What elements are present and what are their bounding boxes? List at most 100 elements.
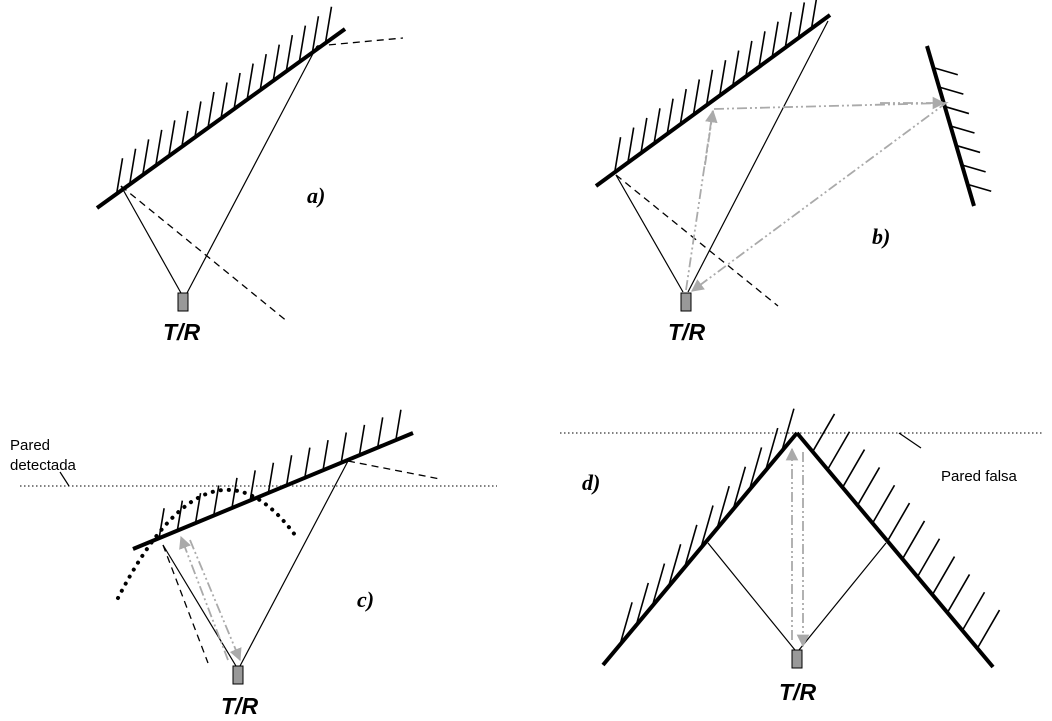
hatch-tick — [154, 129, 163, 166]
hatch-tick — [666, 98, 674, 135]
beam-edge-right — [239, 460, 349, 667]
hatch-tick — [950, 125, 975, 134]
hatch-tick — [716, 485, 730, 529]
hatch-tick — [771, 21, 779, 58]
hatch-tick — [181, 110, 189, 148]
wall-left — [601, 431, 799, 667]
multipath-echo — [685, 102, 949, 292]
hatch-tick — [376, 417, 384, 448]
hatch-tick — [640, 117, 648, 155]
panel-label: c) — [357, 587, 374, 612]
hatch-tick — [259, 53, 267, 91]
hatch-tick — [220, 82, 228, 119]
hatch-tick — [626, 127, 635, 164]
wall-annotation-line2: detectada — [10, 457, 77, 474]
hatch-tick — [781, 408, 795, 451]
hatch-tick — [285, 35, 294, 72]
wall-annotation-line1: Pared — [10, 437, 50, 454]
hatch-tick — [207, 91, 215, 129]
hatch-tick — [298, 25, 307, 62]
panel-a: T/R a) — [95, 6, 404, 345]
hatch-tick — [176, 500, 184, 531]
hatch-tick — [619, 602, 633, 645]
hatch-tick — [141, 139, 150, 176]
hatch-tick — [732, 466, 747, 509]
sensor-label: T/R — [668, 319, 705, 345]
hatch-tick — [231, 477, 238, 509]
hatch-tick — [653, 108, 661, 145]
echo-arrow-up — [704, 109, 718, 166]
reflected-ray — [615, 174, 779, 307]
hatch-tick — [285, 455, 293, 486]
hatch-tick — [679, 88, 687, 126]
hatch-tick — [871, 484, 896, 524]
hatch-tick — [304, 447, 311, 478]
transducer — [680, 292, 692, 312]
wall-annotation: Pared falsa — [941, 468, 1018, 485]
hatch-tick — [340, 432, 348, 463]
hatch-tick — [167, 120, 176, 157]
echo-arrow-up — [179, 535, 229, 661]
beam-edge-right — [687, 20, 829, 293]
beam-edge-left — [707, 542, 796, 651]
hatch-tick — [212, 485, 220, 516]
panel-d: Pared falsa T/R d) — [560, 408, 1042, 705]
hatch-tick — [731, 50, 740, 87]
hatch-tick — [841, 449, 866, 488]
panel-c: Pared detectada T/R c) — [10, 409, 497, 719]
wall-hatching — [619, 408, 1001, 649]
hatch-tick — [916, 538, 941, 578]
hatch-tick — [128, 148, 137, 185]
wall-main — [594, 13, 832, 188]
echo-arrow-down — [189, 539, 242, 662]
hatch-tick — [700, 505, 714, 548]
panel-label: d) — [582, 470, 600, 495]
hatch-tick — [961, 164, 986, 173]
sensor-label: T/R — [779, 679, 816, 705]
wall-hatching — [115, 6, 333, 195]
beam-edge-left — [162, 544, 237, 667]
hatch-tick — [745, 40, 753, 78]
hatch-tick — [856, 467, 881, 506]
hatch-tick — [158, 508, 165, 539]
beam-pattern-arc — [116, 487, 297, 600]
reflected-ray-left — [162, 544, 209, 664]
beam-edge-right — [186, 45, 318, 294]
transducer — [177, 292, 189, 312]
hatch-tick — [718, 60, 727, 97]
reflected-ray-right — [347, 460, 441, 480]
hatch-tick — [961, 591, 986, 631]
hatch-tick — [684, 524, 698, 568]
hatch-tick — [635, 582, 650, 626]
panel-label: b) — [872, 224, 890, 249]
hatch-tick — [955, 144, 981, 154]
hatch-tick — [946, 574, 971, 613]
wall-hatching — [613, 0, 818, 174]
hatch-tick — [651, 563, 666, 606]
wall — [132, 431, 414, 551]
wall-right — [795, 431, 995, 669]
hatch-tick — [233, 72, 241, 110]
hatch-tick — [797, 2, 806, 39]
transducer — [791, 649, 803, 669]
annotation-leader — [59, 471, 70, 487]
panel-label: a) — [307, 183, 325, 208]
hatch-tick — [692, 79, 701, 116]
hatch-tick — [758, 31, 766, 68]
beam-edge-left — [120, 185, 182, 294]
hatch-tick — [886, 502, 911, 542]
hatch-tick — [939, 86, 964, 95]
annotation-leader — [898, 432, 922, 449]
hatch-tick — [705, 69, 714, 106]
hatch-tick — [784, 11, 792, 49]
hatch-tick — [810, 0, 818, 29]
hatch-tick — [933, 66, 959, 76]
hatch-tick — [748, 447, 763, 490]
hatch-tick — [901, 520, 926, 560]
panel-b: T/R b) — [594, 0, 992, 345]
hatch-tick — [944, 105, 970, 115]
reflected-ray-right — [316, 37, 404, 47]
hatch-tick — [966, 183, 992, 193]
hatch-tick — [194, 101, 202, 138]
